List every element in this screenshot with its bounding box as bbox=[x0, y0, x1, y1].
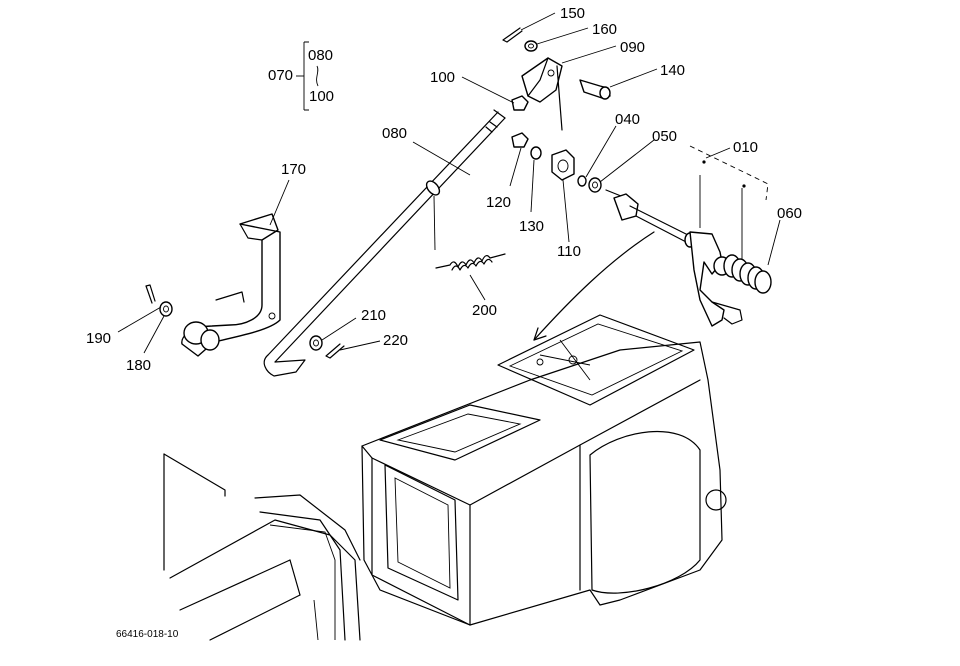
split-pin-220 bbox=[325, 343, 345, 359]
callout-label: 150 bbox=[560, 5, 585, 22]
washer-180 bbox=[159, 301, 173, 317]
callout-label: 080 bbox=[382, 125, 407, 142]
callout-label: 090 bbox=[620, 39, 645, 56]
rod-080 bbox=[263, 109, 506, 377]
shift-shaft-010 bbox=[605, 160, 746, 327]
callout-label: 170 bbox=[281, 161, 306, 178]
figure-code: 66416-018-10 bbox=[116, 629, 179, 640]
callout-label: 160 bbox=[592, 21, 617, 38]
spring-200 bbox=[435, 253, 506, 271]
callout-label: 110 bbox=[557, 243, 581, 260]
bracket-item-label: 080 bbox=[308, 47, 333, 64]
split-pin-190 bbox=[145, 284, 156, 304]
split-pin-150 bbox=[502, 27, 523, 43]
pedal-170 bbox=[181, 213, 281, 357]
callout-label: 190 bbox=[86, 330, 111, 347]
pin-140 bbox=[579, 79, 611, 100]
callout-label: 200 bbox=[472, 302, 497, 319]
bracket-item-label: 100 bbox=[309, 88, 334, 105]
clevis-090 bbox=[521, 57, 563, 131]
range-tilde bbox=[316, 65, 319, 87]
bracket-010 bbox=[689, 145, 769, 201]
leader-lines bbox=[117, 12, 781, 354]
callout-label: 010 bbox=[733, 139, 758, 156]
callout-labels: 150 160 090 140 100 080 040 050 010 060 … bbox=[86, 5, 802, 374]
bracket-ref-label: 070 bbox=[268, 67, 293, 84]
callout-label: 130 bbox=[519, 218, 544, 235]
callout-label: 210 bbox=[361, 307, 386, 324]
callout-label: 180 bbox=[126, 357, 151, 374]
group-bracket-070: 070 080 100 bbox=[268, 41, 334, 111]
callout-label: 140 bbox=[660, 62, 685, 79]
callout-label: 060 bbox=[777, 205, 802, 222]
callout-label: 040 bbox=[615, 111, 640, 128]
washer-130 bbox=[530, 146, 542, 160]
washer-210 bbox=[309, 335, 323, 351]
transmission-case bbox=[361, 314, 727, 626]
callout-label: 100 bbox=[430, 69, 455, 86]
washer-040 bbox=[577, 175, 587, 187]
assembly-arrow bbox=[533, 231, 655, 341]
callout-label: 050 bbox=[652, 128, 677, 145]
washer-160 bbox=[524, 40, 538, 52]
callout-label: 120 bbox=[486, 194, 511, 211]
callout-label: 220 bbox=[383, 332, 408, 349]
washer-050 bbox=[588, 177, 602, 193]
housing-left bbox=[163, 453, 361, 641]
arm-110 bbox=[551, 149, 575, 181]
spring-060 bbox=[723, 254, 772, 294]
nut-120 bbox=[511, 132, 529, 148]
nut-100 bbox=[511, 95, 529, 111]
